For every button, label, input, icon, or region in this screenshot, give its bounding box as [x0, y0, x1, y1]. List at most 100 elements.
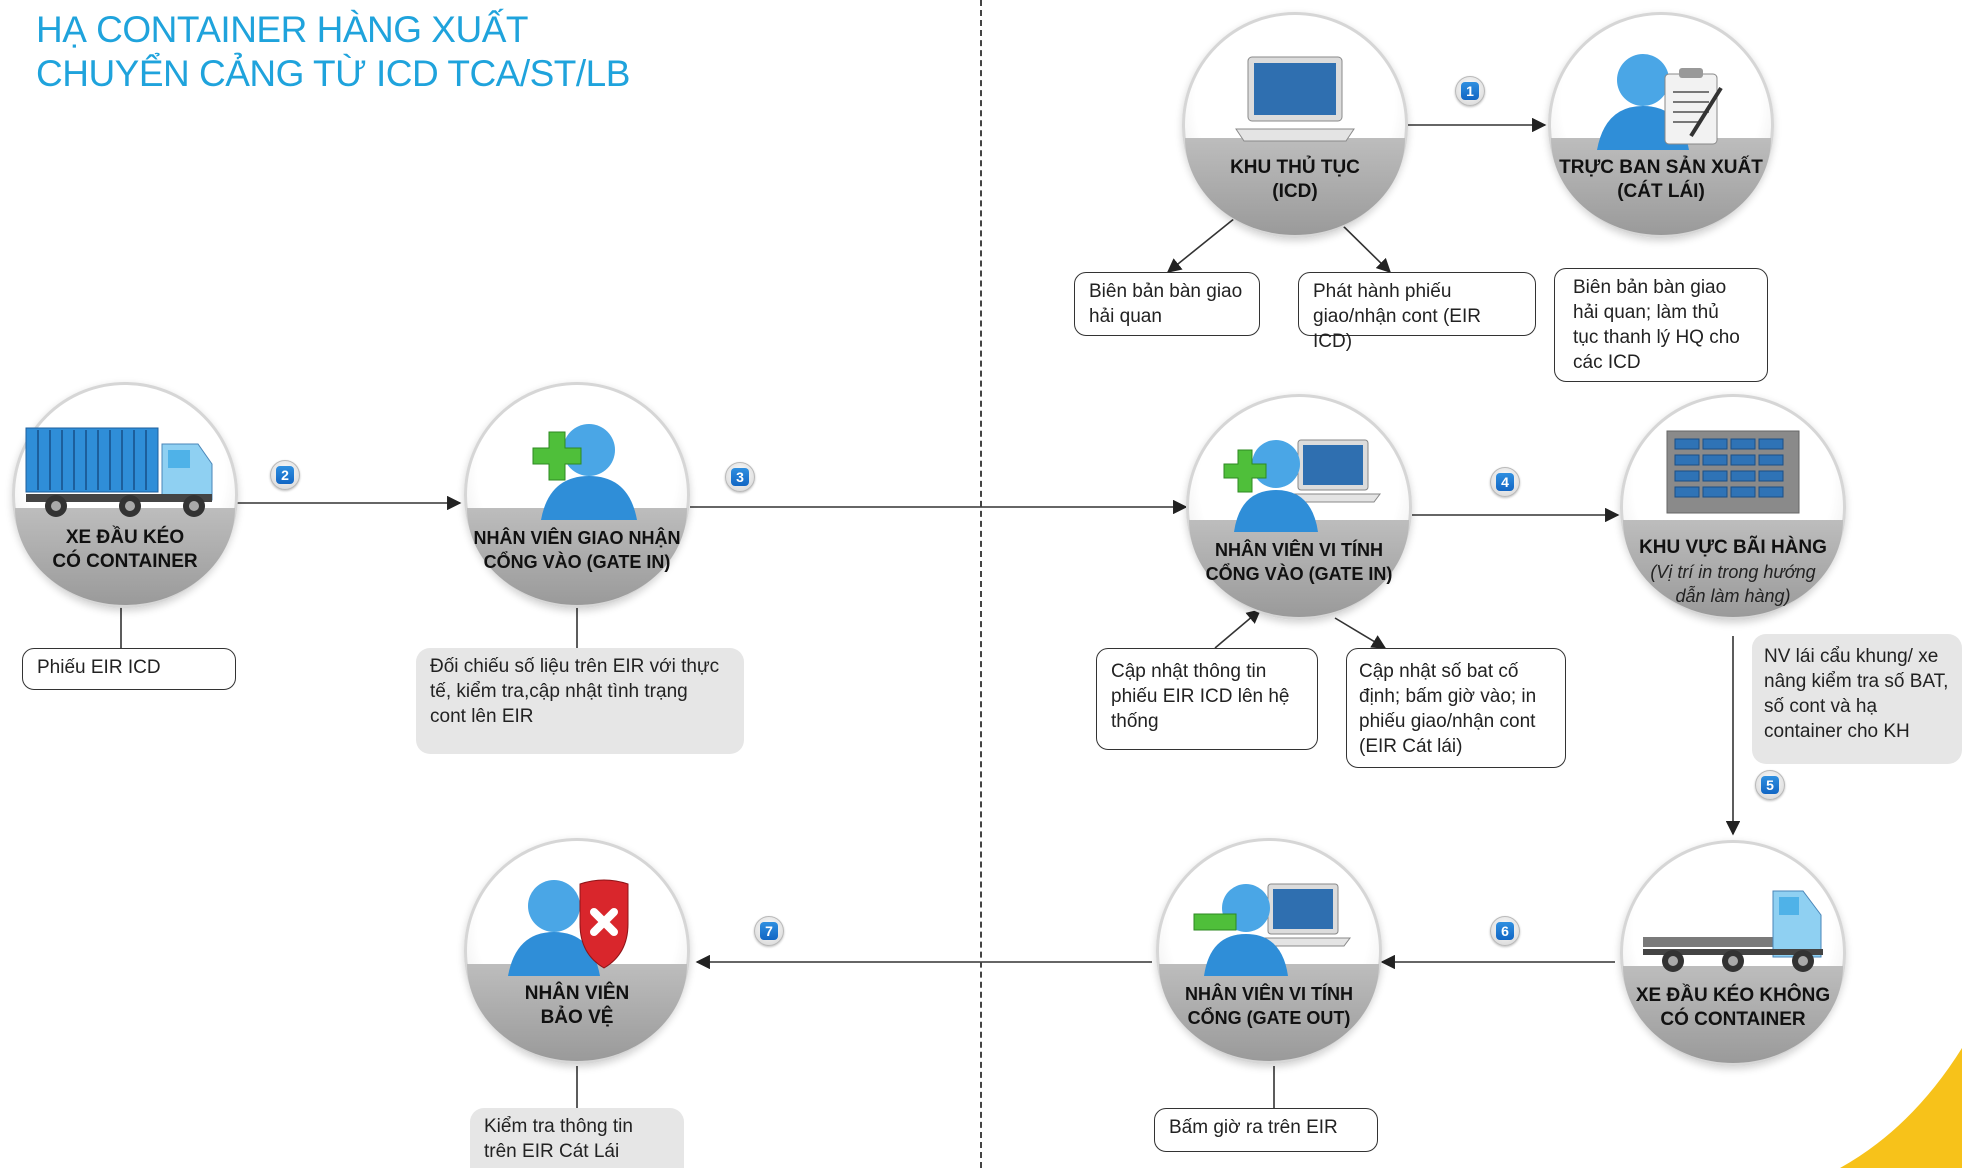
user-clipboard-icon: [1551, 46, 1771, 152]
note-line: tục thanh lý HQ cho: [1573, 327, 1740, 348]
note-line: NV lái cẩu khung/ xe: [1764, 646, 1939, 667]
note-crane-driver: NV lái cẩu khung/ xe nâng kiểm tra số BA…: [1752, 634, 1962, 764]
corner-accent: [1840, 1048, 1962, 1168]
step-number: 4: [1496, 473, 1514, 491]
note-line: phiếu EIR ICD lên hệ: [1111, 686, 1290, 707]
note-exit-time: Bấm giờ ra trên EIR: [1154, 1108, 1378, 1152]
node-label-line-2: CÓ CONTAINER: [52, 551, 198, 573]
note-line: giao/nhận cont (EIR ICD): [1313, 306, 1481, 352]
node-label-line-1: XE ĐẦU KÉO: [65, 527, 185, 549]
note-gate-in-check: Đối chiếu số liệu trên EIR với thực tế, …: [416, 648, 744, 754]
node-label: XE ĐẦU KÉO KHÔNG CÓ CONTAINER: [1623, 984, 1843, 1032]
node-label-line-2: CỔNG VÀO (GATE IN): [1205, 564, 1393, 585]
line-note-to-gate-in-computer: [1214, 609, 1262, 649]
note-line: số cont và hạ: [1764, 696, 1878, 717]
step-badge-6: 6: [1490, 916, 1520, 946]
node-label: KHU THỦ TỤC (ICD): [1185, 156, 1405, 204]
laptop-icon: [1185, 46, 1405, 152]
node-truck-empty: XE ĐẦU KÉO KHÔNG CÓ CONTAINER: [1620, 840, 1846, 1066]
title-line-1: HẠ CONTAINER HÀNG XUẤT: [36, 9, 528, 50]
node-label-line-1: NHÂN VIÊN VI TÍNH: [1214, 540, 1383, 561]
note-line: Phiếu EIR ICD: [37, 657, 161, 678]
container-yard-icon: [1623, 419, 1843, 525]
step-badge-7: 7: [754, 916, 784, 946]
step-badge-5: 5: [1755, 770, 1785, 800]
note-line: tế, kiểm tra,cập nhật tình trạng: [430, 681, 688, 702]
node-label-line-1: NHÂN VIÊN GIAO NHẬN: [473, 528, 681, 549]
node-procedure-area: KHU THỦ TỤC (ICD): [1182, 12, 1408, 238]
step-number: 6: [1496, 922, 1514, 940]
note-line: Cập nhật thông tin: [1111, 661, 1267, 682]
node-label-line-1: NHÂN VIÊN VI TÍNH: [1184, 984, 1353, 1005]
note-line: Phát hành phiếu: [1313, 281, 1452, 302]
note-line: Biên bản bàn giao: [1573, 277, 1727, 298]
node-label-line-1: KHU THỦ TỤC: [1230, 157, 1360, 179]
user-shield-icon: [467, 872, 687, 978]
note-line: (EIR Cát lái): [1359, 736, 1463, 757]
empty-truck-icon: [1623, 874, 1843, 980]
note-line: thống: [1111, 711, 1159, 732]
node-label-line-1: KHU VỰC BÃI HÀNG: [1639, 537, 1827, 559]
line-procedure-to-eir-note: [1334, 217, 1392, 274]
section-divider: [980, 0, 982, 1168]
step-number: 5: [1761, 776, 1779, 794]
note-line: định; bấm giờ vào; in: [1359, 686, 1537, 707]
note-update-bat: Cập nhật số bat cố định; bấm giờ vào; in…: [1346, 648, 1566, 768]
node-sub-line-1: (Vị trí in trong hướng: [1650, 562, 1816, 583]
note-line: container cho KH: [1764, 721, 1910, 742]
note-line: Biên bản bàn giao: [1089, 281, 1243, 302]
node-label: NHÂN VIÊN VI TÍNH CỔNG (GATE OUT): [1159, 982, 1379, 1030]
node-label: KHU VỰC BÃI HÀNG (Vị trí in trong hướng …: [1623, 536, 1843, 608]
node-label-line-2: CÓ CONTAINER: [1660, 1009, 1806, 1031]
line-gate-in-computer-to-bat-note: [1334, 617, 1387, 649]
node-label-line-2: (ICD): [1272, 181, 1318, 203]
node-label-line-1: NHÂN VIÊN: [524, 983, 630, 1005]
step-badge-3: 3: [725, 462, 755, 492]
note-line: Bấm giờ ra trên EIR: [1169, 1117, 1338, 1138]
note-customs-handover: Biên bản bàn giao hải quan: [1074, 272, 1260, 336]
node-gate-in-computer: NHÂN VIÊN VI TÍNH CỔNG VÀO (GATE IN): [1186, 394, 1412, 620]
node-gate-out-computer: NHÂN VIÊN VI TÍNH CỔNG (GATE OUT): [1156, 838, 1382, 1064]
node-yard-area: KHU VỰC BÃI HÀNG (Vị trí in trong hướng …: [1620, 394, 1846, 620]
note-line: Kiểm tra thông tin: [484, 1116, 633, 1137]
node-label-line-2: CỔNG (GATE OUT): [1187, 1008, 1351, 1029]
step-number: 1: [1461, 82, 1479, 100]
title-line-2: CHUYỂN CẢNG TỪ ICD TCA/ST/LB: [36, 53, 630, 94]
note-line: trên EIR Cát Lái: [484, 1141, 620, 1162]
node-security-staff: NHÂN VIÊN BẢO VỆ: [464, 838, 690, 1064]
note-line: hải quan: [1089, 306, 1162, 327]
user-plus-icon: [467, 416, 687, 522]
note-update-eir-system: Cập nhật thông tin phiếu EIR ICD lên hệ …: [1096, 648, 1318, 750]
step-number: 2: [276, 466, 294, 484]
step-badge-1: 1: [1455, 76, 1485, 106]
node-label: NHÂN VIÊN BẢO VỆ: [467, 982, 687, 1030]
user-plus-laptop-icon: [1189, 428, 1409, 534]
step-number: 3: [731, 468, 749, 486]
step-badge-2: 2: [270, 460, 300, 490]
note-customs-liquidation: Biên bản bàn giao hải quan; làm thủ tục …: [1554, 268, 1768, 382]
node-label: TRỰC BAN SẢN XUẤT (CÁT LÁI): [1551, 156, 1771, 204]
step-badge-4: 4: [1490, 467, 1520, 497]
node-label-line-1: TRỰC BAN SẢN XUẤT: [1559, 157, 1763, 179]
node-label-line-2: (CÁT LÁI): [1617, 181, 1705, 203]
page-title: HẠ CONTAINER HÀNG XUẤT CHUYỂN CẢNG TỪ IC…: [36, 8, 630, 96]
note-security-check: Kiểm tra thông tin trên EIR Cát Lái: [470, 1108, 684, 1168]
node-truck-loaded: XE ĐẦU KÉO CÓ CONTAINER: [12, 382, 238, 608]
node-gate-in-staff: NHÂN VIÊN GIAO NHẬN CỔNG VÀO (GATE IN): [464, 382, 690, 608]
note-line: Đối chiếu số liệu trên EIR với thực: [430, 656, 720, 677]
node-label-line-1: XE ĐẦU KÉO KHÔNG: [1635, 985, 1831, 1007]
node-sub-line-2: dẫn làm hàng): [1675, 586, 1791, 607]
node-label: XE ĐẦU KÉO CÓ CONTAINER: [15, 526, 235, 574]
node-label: NHÂN VIÊN VI TÍNH CỔNG VÀO (GATE IN): [1189, 538, 1409, 586]
node-label-line-2: CỔNG VÀO (GATE IN): [483, 552, 671, 573]
note-line: phiếu giao/nhận cont: [1359, 711, 1536, 732]
step-number: 7: [760, 922, 778, 940]
node-production-duty: TRỰC BAN SẢN XUẤT (CÁT LÁI): [1548, 12, 1774, 238]
note-line: cont lên EIR: [430, 706, 534, 727]
note-line: Cập nhật số bat cố: [1359, 661, 1519, 682]
note-line: hải quan; làm thủ: [1573, 302, 1719, 323]
note-eir-icd: Phiếu EIR ICD: [22, 648, 236, 690]
line-procedure-to-customs-note: [1166, 217, 1236, 273]
node-label: NHÂN VIÊN GIAO NHẬN CỔNG VÀO (GATE IN): [467, 526, 687, 574]
node-label-line-2: BẢO VỆ: [540, 1007, 614, 1029]
